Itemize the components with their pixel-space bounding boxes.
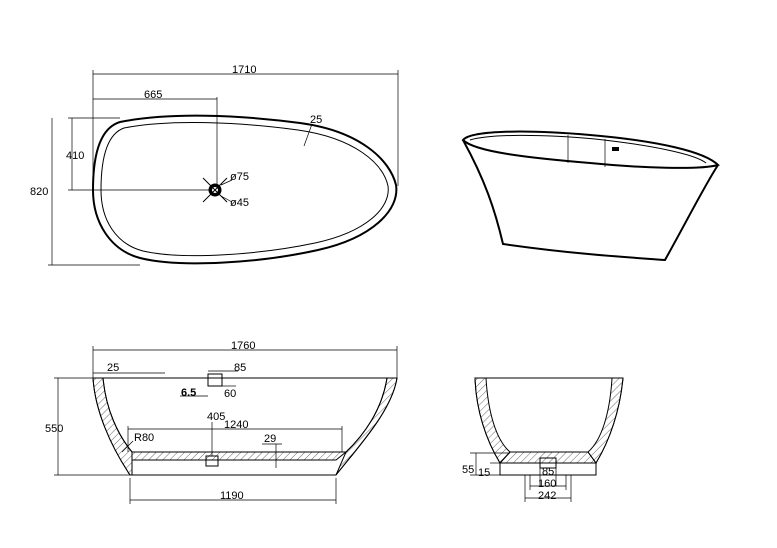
dim-55: 55 <box>462 464 474 476</box>
dim-665: 665 <box>144 89 162 101</box>
tub-outline-outer <box>91 114 398 265</box>
tub-rim-outer <box>461 130 720 169</box>
dim-410: 410 <box>66 150 84 162</box>
dim-820: 820 <box>30 186 48 198</box>
end-wall-right <box>587 377 624 464</box>
dim-60: 60 <box>224 388 236 400</box>
dim-242: 242 <box>538 490 556 502</box>
dim-1240: 1240 <box>224 419 248 431</box>
side-section: 1760 25 85 6.5 60 550 405 1240 R80 29 <box>45 340 398 504</box>
end-section: 55 15 85 160 242 <box>462 377 624 502</box>
dim-29: 29 <box>264 433 276 445</box>
end-drain <box>539 457 557 469</box>
dim-85-side: 85 <box>234 362 246 374</box>
overflow-fitting <box>207 373 223 387</box>
dim-r80: R80 <box>134 432 154 444</box>
perspective-view <box>461 130 720 262</box>
dim-15: 15 <box>478 467 490 479</box>
tub-body <box>462 139 719 262</box>
side-wall-right <box>335 377 398 476</box>
top-view: 1710 665 25 410 820 ø75 ø45 <box>30 64 399 266</box>
dim-rim-25: 25 <box>310 114 322 126</box>
dim-1760: 1760 <box>231 340 255 352</box>
drain-symbol <box>202 177 228 203</box>
dim-85-end: 85 <box>542 466 554 478</box>
dim-1190: 1190 <box>220 490 244 502</box>
dim-6-5: 6.5 <box>181 387 196 399</box>
tub-outline-inner <box>100 121 389 257</box>
side-wall-left <box>92 377 133 476</box>
overflow-icon <box>612 147 619 151</box>
dim-160: 160 <box>538 478 556 490</box>
dim-dia-75: ø75 <box>230 171 249 183</box>
dim-550: 550 <box>45 423 63 435</box>
end-wall-left <box>474 377 511 464</box>
dim-side-rim-25: 25 <box>107 362 119 374</box>
side-bottom <box>131 451 348 461</box>
dim-405: 405 <box>207 411 225 423</box>
dim-dia-45: ø45 <box>230 197 249 209</box>
dim-1710: 1710 <box>232 64 256 76</box>
tub-rim-inner <box>469 134 707 164</box>
